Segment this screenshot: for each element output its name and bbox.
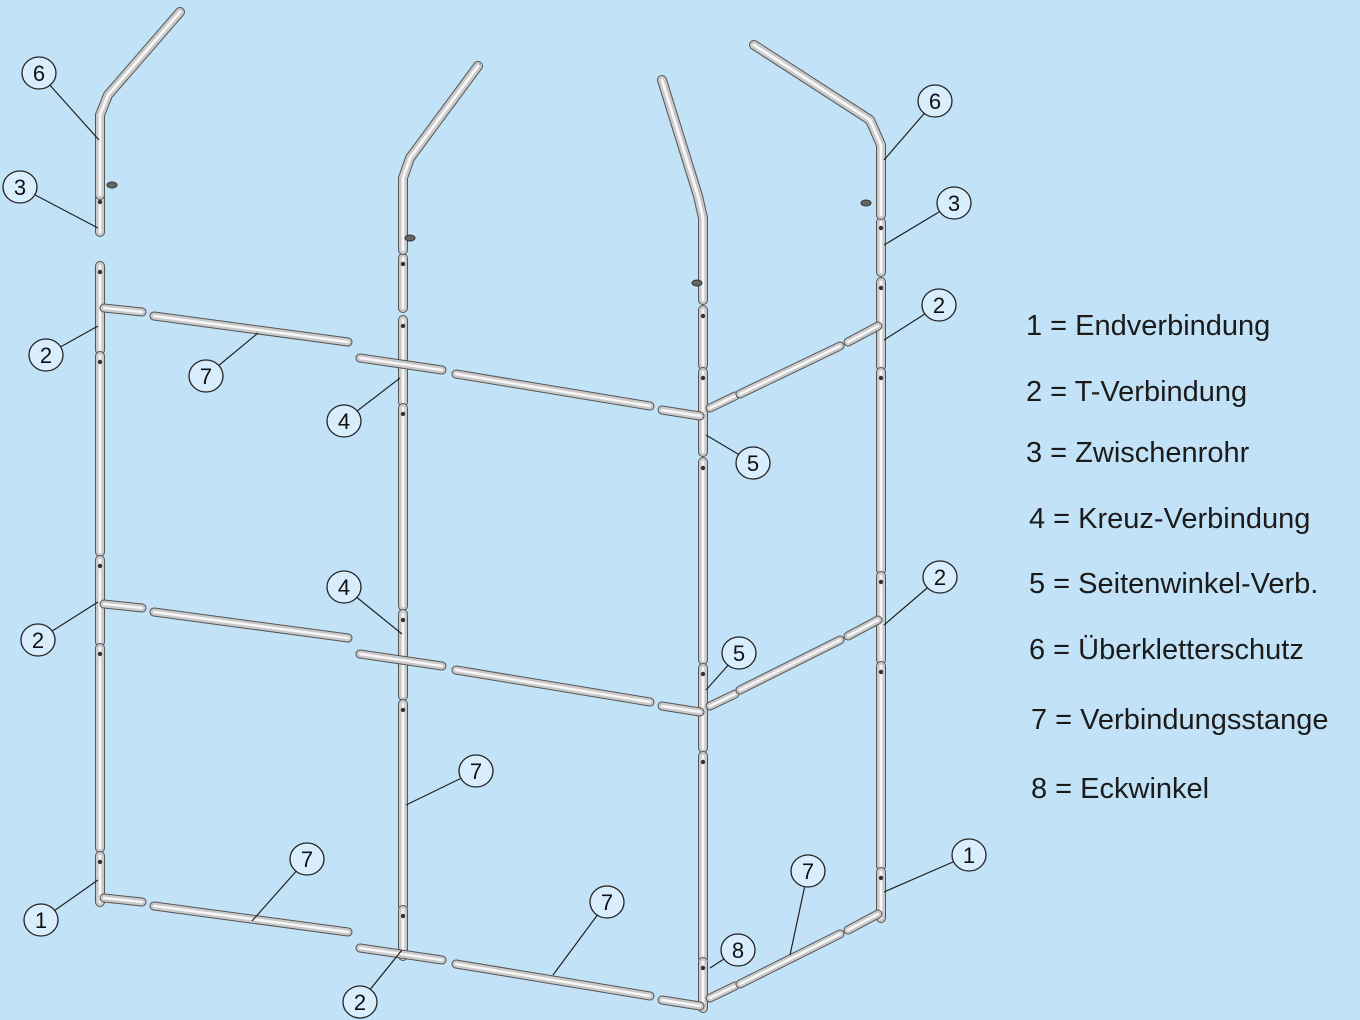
callout-label: 2 [933,293,945,318]
anti-climb-top-far [749,40,886,220]
legend-item-5: 5 = Seitenwinkel-Verb. [1029,568,1319,600]
callout-8: 1 [23,903,59,937]
connector-stub [99,599,147,613]
connecting-rod [149,901,353,937]
side-stub [705,391,740,413]
side-stub [705,981,740,1003]
side-stub [843,615,883,641]
connecting-rod [149,607,353,643]
anti-climb-top-mid [398,61,483,255]
leader-lines [19,72,970,1003]
connector-stub [99,303,147,317]
anti-climb-top-right [657,75,708,305]
callout-label: 2 [354,990,366,1015]
side-stub [843,909,883,935]
callout-17: 6 [917,84,953,118]
callout-15: 8 [720,933,756,967]
callout-21: 1 [951,838,987,872]
callout-4: 7 [188,359,224,393]
callout-label: 5 [733,641,745,666]
connecting-rod [451,665,655,707]
callout-label: 2 [934,565,946,590]
callout-markers: 6 3 2 7 4 4 2 1 7 7 2 7 5 5 8 7 6 3 2 2 1 [2,56,987,1019]
callout-12: 7 [589,885,625,919]
callout-label: 6 [929,89,941,114]
legend-item-4: 4 = Kreuz-Verbindung [1029,503,1311,535]
cross-connector-arm [355,353,447,375]
callout-label: 2 [32,628,44,653]
connector-stub [657,701,705,717]
pipe-frame [95,7,886,1013]
callout-3: 2 [28,338,64,372]
callout-9: 7 [458,754,494,788]
callout-label: 2 [40,343,52,368]
callout-1: 6 [21,56,57,90]
callout-label: 4 [338,409,350,434]
connecting-rod-side [735,929,845,989]
callout-label: 5 [747,451,759,476]
callout-label: 7 [601,890,613,915]
callout-11: 2 [342,985,378,1019]
anti-climb-top-left [95,7,185,200]
callout-7: 2 [20,623,56,657]
callout-label: 7 [802,859,814,884]
callout-label: 4 [338,575,350,600]
connector-stub [99,893,147,907]
callout-label: 1 [35,908,47,933]
callout-20: 2 [922,560,958,594]
callout-6: 4 [326,570,362,604]
side-stub [843,321,883,347]
callout-label: 7 [200,364,212,389]
callout-label: 8 [732,938,744,963]
callout-2: 3 [2,170,38,204]
callout-10: 7 [289,842,325,876]
cross-connector-arm [355,943,447,965]
legend-item-2: 2 = T-Verbindung [1026,376,1248,408]
connecting-rod [149,311,353,347]
callout-14: 5 [721,636,757,670]
callout-19: 2 [921,288,957,322]
legend-item-1: 1 = Endverbindung [1026,310,1271,342]
callout-label: 1 [963,843,975,868]
legend-item-8: 8 = Eckwinkel [1031,773,1210,805]
connecting-rod [451,369,655,411]
callout-16: 7 [790,854,826,888]
callout-label: 7 [301,847,313,872]
side-stub [705,689,740,711]
callout-5: 4 [326,404,362,438]
callout-label: 3 [14,175,26,200]
callout-label: 7 [470,759,482,784]
connector-stub [657,405,705,421]
legend-item-3: 3 = Zwischenrohr [1026,437,1250,469]
connecting-rod [451,959,655,1001]
callout-13: 5 [735,446,771,480]
connecting-rod-side [735,635,845,695]
callout-18: 3 [936,186,972,220]
connector-stub [657,995,705,1011]
legend-item-6: 6 = Überkletterschutz [1029,634,1304,666]
cross-connector-arm [355,649,447,671]
callout-label: 3 [948,191,960,216]
legend-item-7: 7 = Verbindungsstange [1031,704,1329,736]
callout-label: 6 [33,61,45,86]
connecting-rod-side [735,341,845,399]
